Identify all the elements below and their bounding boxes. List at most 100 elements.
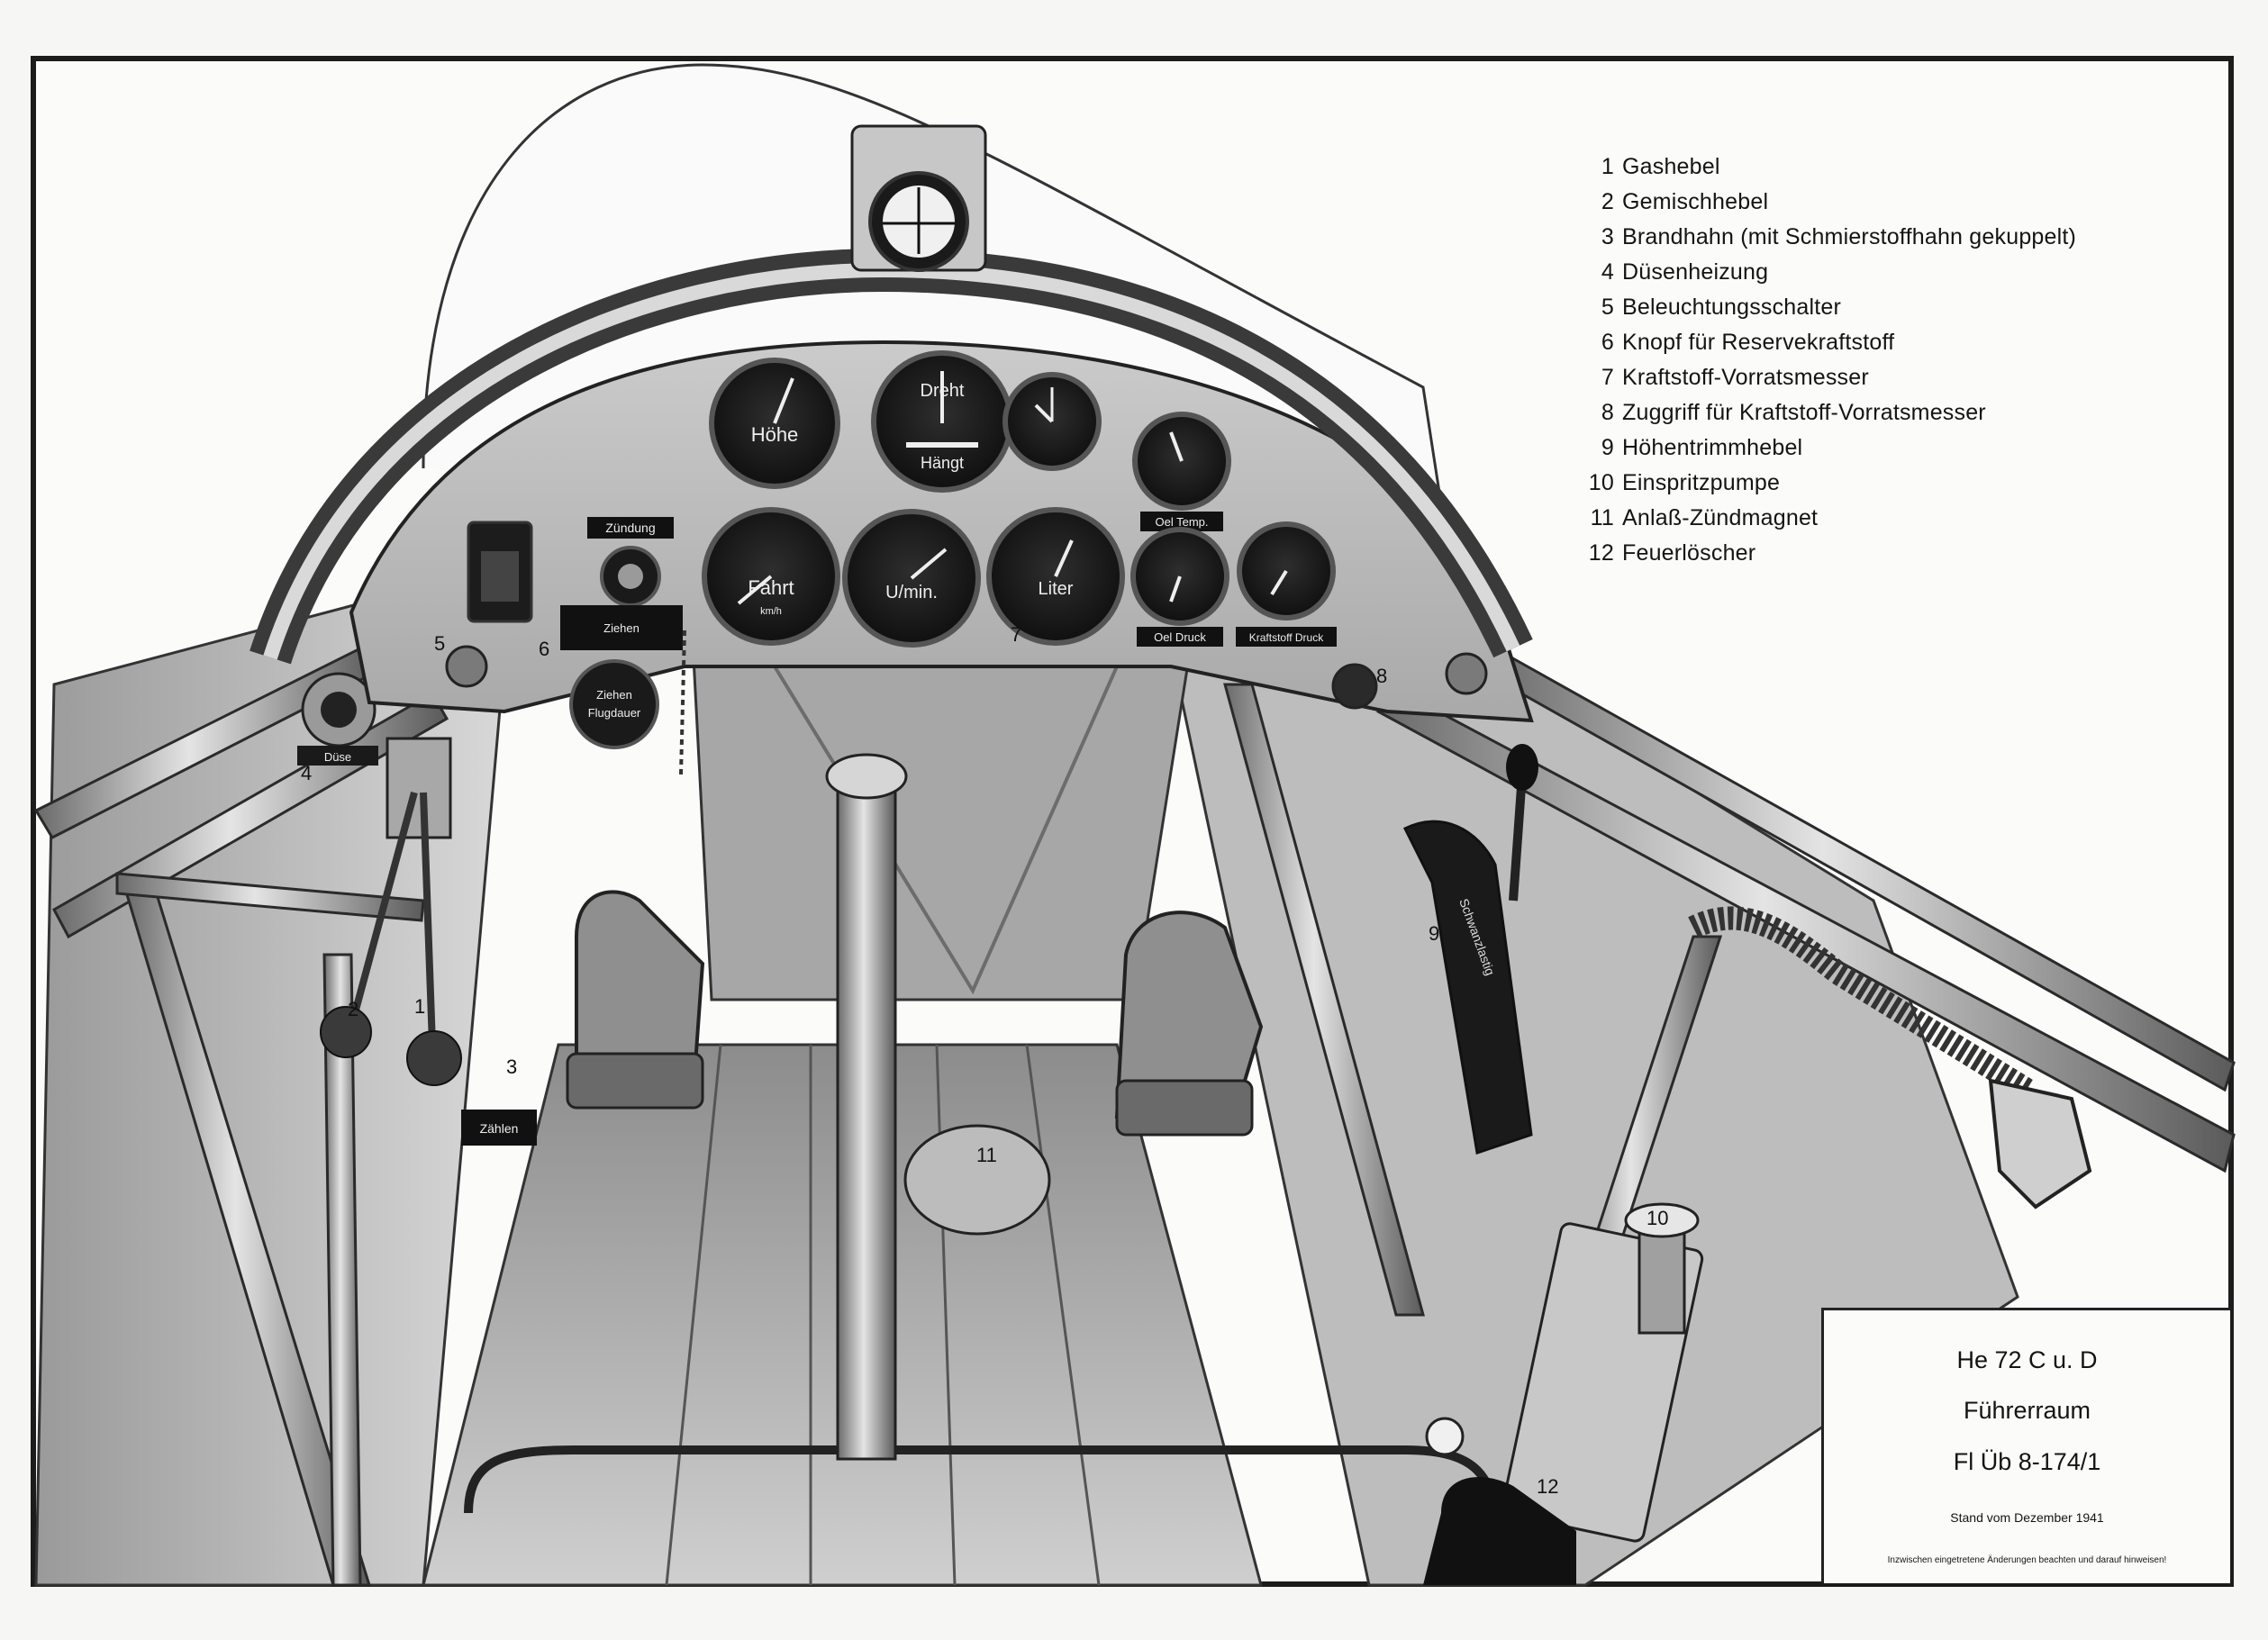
left-rudder-pedal — [566, 890, 705, 1110]
nozzle-plate-label: Düse — [324, 750, 351, 764]
legend-item: 9 Höhentrimmhebel — [1587, 430, 2076, 466]
legend-item-number: 5 — [1601, 294, 1614, 320]
panel-left-knob — [445, 645, 488, 688]
airspeed-label: Fahrt — [748, 576, 794, 599]
oil-temperature-gauge: Oel Temp. — [1132, 412, 1231, 531]
ignition-plate-label: Zündung — [605, 521, 655, 535]
nozzle-heater: Düse — [297, 746, 378, 766]
tachometer: U/min. — [842, 509, 981, 648]
legend-item: 1 Gashebel — [1587, 150, 2076, 185]
panel-right-knob — [1445, 652, 1488, 695]
legend-item: 5 Beleuchtungsschalter — [1587, 290, 2076, 325]
legend-item-label: Gashebel — [1622, 154, 1720, 179]
legend-item-label: Kraftstoff-Vorratsmesser — [1622, 365, 1869, 390]
legend-item-label: Düsenheizung — [1622, 259, 1769, 285]
legend-item-number: 7 — [1601, 365, 1614, 390]
legend-item-label: Knopf für Reservekraftstoff — [1622, 330, 1895, 355]
model-title: He 72 C u. D — [1956, 1346, 2098, 1373]
trim-lever-knob — [1506, 744, 1538, 791]
legend-item: 7 Kraftstoff-Vorratsmesser — [1587, 360, 2076, 395]
legend-item-number: 4 — [1601, 259, 1614, 285]
legend-item-number: 2 — [1601, 189, 1614, 214]
altimeter: Höhe — [709, 358, 840, 489]
legend-item-number: 12 — [1588, 540, 1614, 566]
legend-item-label: Brandhahn (mit Schmierstoffhahn gekuppel… — [1622, 224, 2077, 249]
legend-item-number: 11 — [1590, 505, 1614, 530]
turn-indicator-bottom-label: Hängt — [921, 454, 964, 472]
callout-8: 8 — [1376, 665, 1387, 687]
fuel-pressure-plate-label: Kraftstoff Druck — [1249, 631, 1324, 644]
legend-item: 3 Brandhahn (mit Schmierstoffhahn gekuppe… — [1587, 220, 2076, 255]
status-date: Stand vom Dezember 1941 — [1950, 1510, 2104, 1525]
legend-item-label: Gemischhebel — [1622, 189, 1769, 214]
reference-number: Fl Üb 8-174/1 — [1953, 1448, 2101, 1475]
oil-pressure-gauge: Oel Druck — [1130, 527, 1229, 647]
parts-legend: 1 Gashebel 2 Gemischhebel 3 Brandhahn (mit Sc… — [1587, 150, 2076, 571]
oil-pressure-plate-label: Oel Druck — [1154, 630, 1206, 644]
callout-4: 4 — [301, 762, 312, 784]
control-stick-grip — [825, 753, 908, 800]
throttle-quadrant — [320, 737, 462, 1086]
legend-item-number: 3 — [1601, 224, 1614, 249]
throttle-knob — [406, 1030, 462, 1086]
fuel-tank-note-plate: Ziehen — [560, 605, 683, 650]
duration-plate-label-2: Flugdauer — [588, 706, 641, 720]
primer-chain — [679, 630, 686, 775]
flight-duration-knob: Ziehen Flugdauer — [569, 659, 659, 749]
air-vent — [1988, 1078, 2092, 1210]
callout-12: 12 — [1537, 1475, 1558, 1498]
legend-item: 11 Anlaß-Zündmagnet — [1587, 501, 2076, 536]
compass — [850, 124, 987, 272]
subject-title: Führerraum — [1963, 1397, 2091, 1424]
light-switch-box — [467, 521, 533, 623]
ignition-magneto — [301, 672, 376, 748]
fuel-tank-note-label: Ziehen — [603, 621, 640, 635]
callout-3: 3 — [506, 1056, 517, 1078]
right-rudder-pedal — [1114, 911, 1264, 1137]
mixture-knob — [320, 1006, 372, 1058]
legend-item-number: 9 — [1601, 435, 1614, 460]
callout-11: 11 — [976, 1144, 997, 1166]
airspeed-indicator: Fahrt km/h — [702, 507, 840, 646]
fuel-gauge-pull-knob — [1331, 663, 1378, 710]
legend-item: 4 Düsenheizung — [1587, 255, 2076, 290]
trim-lever-plate: Schwanzlastig — [1402, 744, 1538, 1155]
injection-pump — [1501, 1202, 1704, 1543]
fuel-quantity-gauge: Liter — [986, 507, 1125, 646]
legend-item: 10 Einspritzpumpe — [1587, 466, 2076, 501]
fuel-cock-plate-label: Zählen — [480, 1121, 519, 1136]
fuel-label: Liter — [1039, 579, 1074, 599]
fuel-pressure-gauge: Kraftstoff Druck — [1236, 521, 1337, 647]
legend-item: 2 Gemischhebel — [1587, 185, 2076, 220]
airspeed-unit: km/h — [760, 606, 782, 617]
fuel-cock-plate: Zählen — [461, 1110, 537, 1146]
control-stick — [836, 782, 897, 1461]
callout-5: 5 — [434, 632, 445, 655]
legend-item-label: Beleuchtungsschalter — [1622, 294, 1842, 320]
fire-extinguisher — [1423, 1477, 1576, 1585]
legend-item-label: Höhentrimmhebel — [1622, 435, 1803, 460]
legend-item-number: 1 — [1601, 154, 1614, 179]
altimeter-label: Höhe — [751, 423, 799, 446]
turn-bank-indicator: Dreht Hängt — [871, 350, 1013, 493]
clock — [1002, 372, 1102, 471]
legend-item-number: 8 — [1601, 400, 1614, 425]
legend-item-label: Einspritzpumpe — [1622, 470, 1781, 495]
callout-1: 1 — [414, 995, 425, 1018]
legend-item-number: 10 — [1588, 470, 1614, 495]
legend-item-label: Anlaß-Zündmagnet — [1622, 505, 1819, 530]
floor-fitting — [903, 1124, 1051, 1236]
rpm-label: U/min. — [885, 583, 938, 603]
change-note: Inzwischen eingetretene Änderungen beach… — [1887, 1555, 2167, 1565]
callout-9: 9 — [1429, 922, 1439, 945]
title-block: He 72 C u. D Führerraum Fl Üb 8-174/1 St… — [1821, 1308, 2230, 1583]
firewall — [692, 656, 1191, 1001]
extinguisher-gauge — [1425, 1417, 1465, 1456]
callout-2: 2 — [348, 998, 358, 1020]
callout-10: 10 — [1647, 1207, 1668, 1229]
